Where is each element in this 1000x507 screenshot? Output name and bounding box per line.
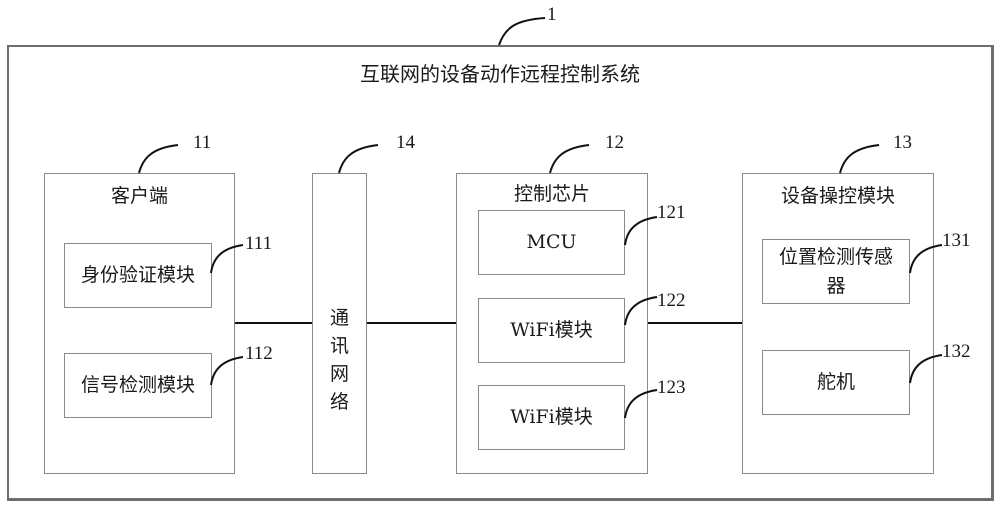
position-sensor-box: 位置检测传感器 — [762, 239, 910, 304]
system-ref-label: 1 — [547, 4, 557, 25]
signal-module-ref-label: 112 — [245, 343, 273, 364]
client-title: 客户端 — [110, 185, 168, 207]
wifi-module-1-label: WiFi模块 — [510, 319, 593, 341]
signal-module-label: 信号检测模块 — [80, 374, 195, 396]
auth-module-ref-label: 111 — [245, 233, 273, 254]
mcu-label: MCU — [526, 231, 577, 253]
device-title: 设备操控模块 — [780, 185, 895, 207]
wifi-module-2-label: WiFi模块 — [510, 406, 593, 428]
network-char: 络 — [329, 391, 349, 413]
signal-module-box: 信号检测模块 — [64, 353, 212, 418]
position-sensor-label: 位置检测传感器 — [778, 245, 893, 297]
network-char: 网 — [329, 363, 349, 385]
auth-module-box: 身份验证模块 — [64, 243, 212, 308]
network-box: 通 讯 网 络 — [312, 173, 367, 474]
wifi-module-2-ref-label: 123 — [657, 377, 686, 398]
mcu-ref-label: 121 — [657, 202, 686, 223]
auth-module-label: 身份验证模块 — [80, 264, 195, 286]
system-leader-curve — [498, 17, 546, 46]
client-box: 客户端 — [44, 173, 235, 474]
servo-label: 舵机 — [816, 371, 855, 393]
network-char: 通 — [329, 307, 349, 329]
system-title: 互联网的设备动作远程控制系统 — [360, 62, 640, 86]
network-char: 讯 — [329, 335, 349, 357]
servo-box: 舵机 — [762, 350, 910, 415]
network-label: 通 讯 网 络 — [313, 304, 366, 416]
wifi-module-1-box: WiFi模块 — [478, 298, 625, 363]
position-sensor-ref-label: 131 — [942, 230, 971, 251]
wifi-module-2-box: WiFi模块 — [478, 385, 625, 450]
servo-ref-label: 132 — [942, 341, 971, 362]
device-box: 设备操控模块 — [742, 173, 934, 474]
wifi-module-1-ref-label: 122 — [657, 290, 686, 311]
client-ref-label: 11 — [193, 132, 212, 153]
chip-ref-label: 12 — [605, 132, 624, 153]
mcu-box: MCU — [478, 210, 625, 275]
device-ref-label: 13 — [893, 132, 912, 153]
network-ref-label: 14 — [396, 132, 415, 153]
chip-title: 控制芯片 — [513, 183, 590, 205]
